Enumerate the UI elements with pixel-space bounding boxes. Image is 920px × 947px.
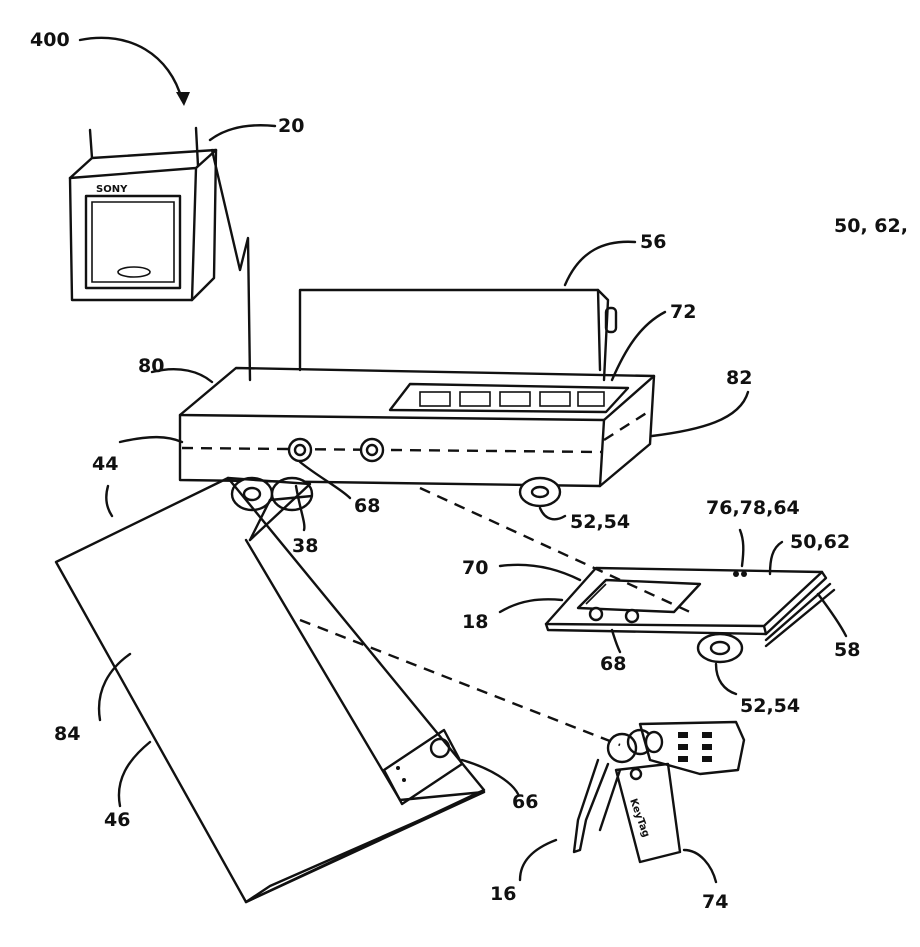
dashed-link-mat-keys [299,618,621,747]
leader-80 [150,368,214,384]
play-mat-panel [54,476,486,904]
leader-52-54-bottom [714,662,738,696]
label-82: 82 [726,367,752,389]
leader-84 [97,652,132,722]
label-58: 58 [834,639,860,661]
leader-52-54-top [538,506,567,521]
key-tag-text: KeyTag [627,797,651,839]
label-68-bottom: 68 [600,653,626,675]
television-monitor: SONY [68,126,252,382]
label-52-54-bottom: 52,54 [740,695,800,717]
label-38: 38 [292,535,318,557]
console-base [178,366,656,512]
leader-50-62 [768,540,784,576]
leader-38 [294,484,306,532]
label-16: 16 [490,883,516,905]
leader-44-top [118,435,184,444]
label-66: 66 [512,791,538,813]
label-400: 400 [30,29,70,51]
label-50-62-top: 50, 62, [834,215,908,237]
label-84: 84 [54,723,80,745]
card-reader [544,566,836,664]
arrowhead-400 [176,92,190,106]
leader-82 [650,390,750,438]
label-20: 20 [278,115,304,137]
leader-58 [816,592,848,638]
label-72: 72 [670,301,696,323]
leader-16 [518,838,558,882]
leader-68-top [298,460,352,500]
label-50-62: 50,62 [790,531,850,553]
leader-20 [208,124,277,142]
label-70: 70 [462,557,488,579]
leader-400 [78,36,184,102]
dashed-link-console-card [419,486,691,614]
label-76-78-64: 76,78,64 [706,497,800,519]
leader-76-78-64 [738,528,745,568]
label-56: 56 [640,231,666,253]
tv-brand-text: SONY [96,184,128,195]
leader-46 [117,740,152,808]
leader-74 [682,848,718,884]
label-44: 44 [92,453,118,475]
label-74: 74 [702,891,728,913]
key-ring-with-fob: KeyTag [572,720,746,864]
label-18: 18 [462,611,488,633]
leader-68-bottom [610,628,622,654]
leader-44-bottom [105,484,114,518]
label-46: 46 [104,809,130,831]
label-68-top: 68 [354,495,380,517]
label-52-54-top: 52,54 [570,511,630,533]
label-80: 80 [138,355,164,377]
leader-56 [563,240,637,287]
game-cartridge [298,288,618,382]
leader-18 [498,598,564,614]
leader-66 [460,758,520,796]
leader-72 [610,310,667,382]
leader-70 [498,563,582,582]
